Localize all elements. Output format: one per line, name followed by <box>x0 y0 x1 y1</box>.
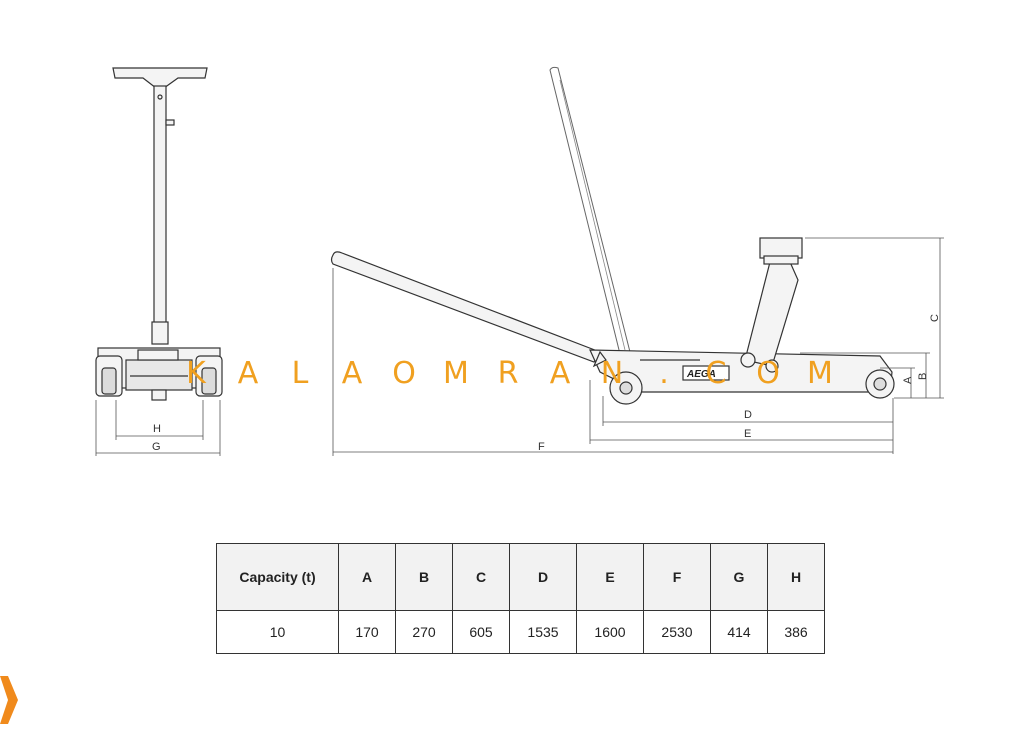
side-dimensions <box>332 237 944 456</box>
front-view-jack <box>95 67 223 401</box>
spec-table: Capacity (t) A B C D E F G H 10 170 270 … <box>216 543 825 654</box>
cell-d: 1535 <box>509 610 577 654</box>
header-c: C <box>452 543 510 611</box>
cell-capacity: 10 <box>216 610 339 654</box>
header-d: D <box>509 543 577 611</box>
product-badge: AEGA <box>686 369 716 380</box>
cell-c: 605 <box>452 610 510 654</box>
brand-logo-icon <box>0 676 18 724</box>
dim-label-f: F <box>538 441 545 453</box>
header-b: B <box>395 543 453 611</box>
front-dimensions <box>95 400 221 456</box>
cell-f: 2530 <box>643 610 711 654</box>
side-view-jack <box>330 66 895 405</box>
dim-label-h: H <box>153 423 161 435</box>
dim-label-c: C <box>929 314 941 322</box>
cell-e: 1600 <box>576 610 644 654</box>
cell-g: 414 <box>710 610 768 654</box>
spec-data-row: 10 170 270 605 1535 1600 2530 414 386 <box>216 610 825 654</box>
dim-label-e: E <box>744 428 751 440</box>
header-g: G <box>710 543 768 611</box>
dim-label-g: G <box>152 441 161 453</box>
header-f: F <box>643 543 711 611</box>
header-e: E <box>576 543 644 611</box>
cell-b: 270 <box>395 610 453 654</box>
spec-header-row: Capacity (t) A B C D E F G H <box>216 543 825 611</box>
technical-drawing: H G AEGA <box>95 66 944 456</box>
header-a: A <box>338 543 396 611</box>
dim-label-a: A <box>902 376 914 384</box>
dim-label-d: D <box>744 409 752 421</box>
cell-h: 386 <box>767 610 825 654</box>
cell-a: 170 <box>338 610 396 654</box>
header-h: H <box>767 543 825 611</box>
header-capacity: Capacity (t) <box>216 543 339 611</box>
dim-label-b: B <box>917 373 929 380</box>
